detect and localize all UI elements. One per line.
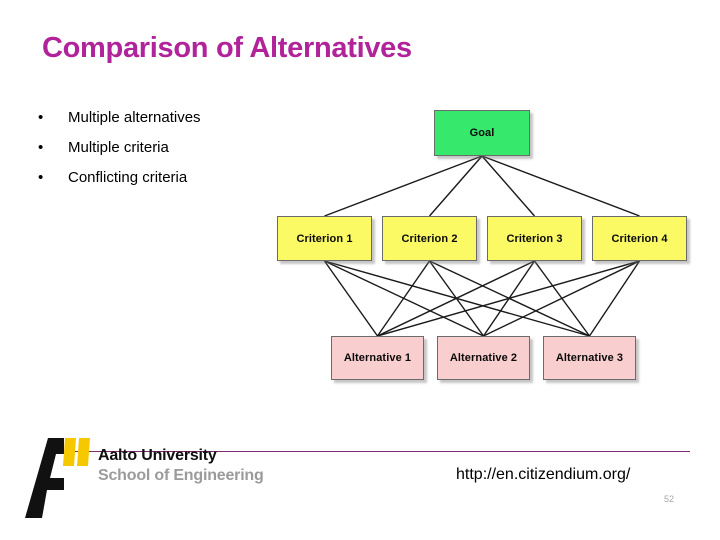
diagram-edge xyxy=(377,260,535,337)
node-goal-1: Goal xyxy=(434,110,530,156)
node-criteria-1: Criterion 1 xyxy=(277,216,372,261)
diagram-edge xyxy=(481,155,640,217)
node-label: Criterion 3 xyxy=(506,232,563,245)
diagram-edge xyxy=(428,155,483,217)
bullet-marker-icon: • xyxy=(38,139,44,156)
bullet-list: • Multiple alternatives • Multiple crite… xyxy=(30,103,280,193)
footer-divider xyxy=(66,451,690,452)
page-number: 52 xyxy=(664,494,675,504)
source-url-text: http://en.citizendium.org/ xyxy=(456,466,631,483)
node-label: Goal xyxy=(469,127,495,139)
list-item: • Conflicting criteria xyxy=(30,163,280,193)
list-item-label: Multiple criteria xyxy=(68,139,169,156)
diagram-edge xyxy=(588,260,641,337)
list-item: • Multiple criteria xyxy=(30,133,280,163)
diagram-edge xyxy=(377,260,640,337)
list-item: • Multiple alternatives xyxy=(30,103,280,133)
aalto-a-mark-icon xyxy=(25,438,90,518)
node-criteria-4: Criterion 4 xyxy=(592,216,687,261)
diagram-edge xyxy=(481,155,536,217)
diagram-edges xyxy=(323,155,641,337)
node-alternatives-1: Alternative 1 xyxy=(331,336,424,380)
aalto-wordmark: Aalto University School of Engineering xyxy=(98,446,278,486)
diagram-edge xyxy=(323,260,379,337)
node-alternatives-3: Alternative 3 xyxy=(543,336,636,380)
bullet-marker-icon: • xyxy=(38,109,44,126)
diagram-edge xyxy=(376,260,431,337)
node-label: Alternative 2 xyxy=(449,352,518,364)
node-criteria-3: Criterion 3 xyxy=(487,216,582,261)
aalto-school-label: School of Engineering xyxy=(98,467,264,484)
node-criteria-2: Criterion 2 xyxy=(382,216,477,261)
node-label: Criterion 2 xyxy=(401,232,458,245)
page-title: Comparison of Alternatives xyxy=(42,32,412,64)
diagram-edge xyxy=(324,155,483,217)
bullet-marker-icon: • xyxy=(38,169,44,186)
node-label: Alternative 3 xyxy=(555,352,624,364)
list-item-label: Multiple alternatives xyxy=(68,109,201,126)
diagram-edge xyxy=(483,260,640,337)
node-alternatives-2: Alternative 2 xyxy=(437,336,530,380)
list-item-label: Conflicting criteria xyxy=(68,169,188,186)
aalto-logo: Aalto University School of Engineering xyxy=(24,432,274,520)
aalto-university-label: Aalto University xyxy=(98,447,217,464)
node-label: Criterion 4 xyxy=(611,232,668,245)
node-label: Alternative 1 xyxy=(343,352,412,364)
node-label: Criterion 1 xyxy=(296,232,353,245)
